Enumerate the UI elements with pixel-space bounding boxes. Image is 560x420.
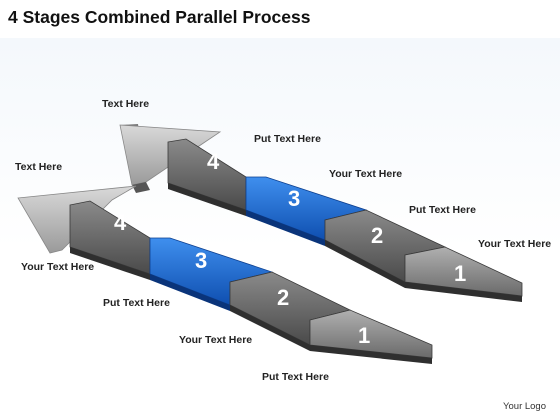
upper-stage-4: 4 [167, 138, 247, 216]
lower-stage-1-number: 1 [358, 323, 370, 348]
page-title: 4 Stages Combined Parallel Process [8, 7, 311, 27]
lower-stage-3: 3 [149, 237, 274, 311]
lower-stage-2-label: Your Text Here [179, 334, 253, 346]
upper-stage-4-number: 4 [207, 149, 220, 174]
lower-stage-1: 1 [309, 309, 433, 364]
lower-stage-4-number: 4 [114, 210, 127, 235]
upper-stage-1: 1 [404, 246, 523, 302]
upper-stage-2-label: Put Text Here [409, 204, 476, 216]
lower-stage-3-number: 3 [195, 248, 207, 273]
lower-stage-1-label: Put Text Here [262, 371, 329, 383]
upper-stage-4-label: Put Text Here [254, 133, 321, 145]
lower-stage-3-label: Put Text Here [103, 297, 170, 309]
upper-stage-1-label: Your Text Here [478, 238, 552, 250]
lower-stage-4-label: Your Text Here [21, 261, 95, 273]
upper-stage-1-number: 1 [454, 261, 466, 286]
upper-arrow: 4 3 2 1 [119, 124, 523, 302]
upper-stage-3-label: Your Text Here [329, 168, 403, 180]
upper-stage-2-number: 2 [371, 223, 383, 248]
lower-arrow: 4 3 2 1 [17, 185, 433, 364]
upper-head-label: Text Here [102, 98, 150, 110]
upper-stage-3-number: 3 [288, 186, 300, 211]
upper-stage-3: 3 [245, 176, 368, 246]
lower-head-label: Text Here [15, 161, 63, 173]
logo-text: Your Logo [503, 401, 546, 412]
lower-stage-2: 2 [229, 271, 352, 351]
lower-stage-2-number: 2 [277, 285, 289, 310]
